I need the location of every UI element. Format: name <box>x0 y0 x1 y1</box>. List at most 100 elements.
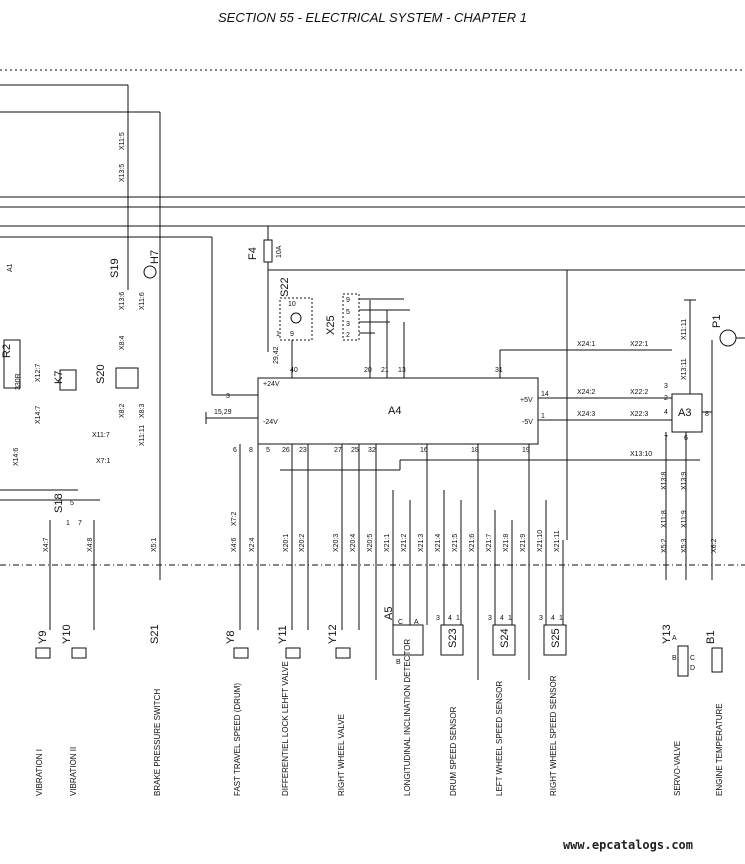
svg-text:X20:4: X20:4 <box>350 534 357 552</box>
svg-text:5: 5 <box>266 447 270 454</box>
svg-text:1: 1 <box>276 331 280 338</box>
svg-text:S22: S22 <box>279 277 291 297</box>
left-cluster: S19 H7 S20 K7 R2 330R A1 S18 1 5 7 <box>0 250 161 630</box>
legend-label: SERVO-VALVE <box>673 741 682 796</box>
legend-label: ENGINE TEMPERATURE <box>715 703 724 796</box>
svg-text:A5: A5 <box>383 607 395 620</box>
svg-text:10A: 10A <box>276 245 283 258</box>
svg-text:Y11: Y11 <box>277 625 289 644</box>
svg-text:X20:5: X20:5 <box>367 534 374 552</box>
svg-text:A: A <box>672 635 677 642</box>
svg-text:B1: B1 <box>705 631 717 644</box>
svg-text:X21:10: X21:10 <box>537 530 544 552</box>
svg-text:X22:1: X22:1 <box>630 341 648 348</box>
svg-text:Y10: Y10 <box>61 624 73 644</box>
svg-text:X21:3: X21:3 <box>418 534 425 552</box>
svg-text:X25: X25 <box>325 315 337 335</box>
bus-lines <box>0 84 745 580</box>
svg-text:23: 23 <box>299 447 307 454</box>
svg-text:3: 3 <box>226 393 230 400</box>
svg-text:3: 3 <box>664 383 668 390</box>
svg-text:13: 13 <box>398 367 406 374</box>
svg-text:X7:1: X7:1 <box>96 458 111 465</box>
svg-text:X4:6: X4:6 <box>231 537 238 552</box>
svg-text:X11:11: X11:11 <box>681 319 688 340</box>
svg-text:X6:2: X6:2 <box>711 538 718 553</box>
svg-text:X21:9: X21:9 <box>520 534 527 552</box>
svg-text:A4: A4 <box>388 405 401 417</box>
svg-text:16: 16 <box>420 447 428 454</box>
svg-text:S21: S21 <box>149 624 161 644</box>
svg-text:A1: A1 <box>7 263 14 272</box>
svg-text:X22:3: X22:3 <box>630 411 648 418</box>
svg-text:X14:6: X14:6 <box>13 448 20 466</box>
svg-text:10: 10 <box>288 301 296 308</box>
legend-label: LEFT WHEEL SPEED SENSOR <box>495 681 504 796</box>
svg-text:6: 6 <box>233 447 237 454</box>
svg-text:9: 9 <box>290 331 294 338</box>
svg-text:K7: K7 <box>53 371 65 384</box>
svg-text:4: 4 <box>551 615 555 622</box>
legend-label: RIGHT WHEEL SPEED SENSOR <box>549 675 558 796</box>
svg-text:330R: 330R <box>15 373 22 390</box>
svg-text:32: 32 <box>368 447 376 454</box>
svg-text:S23: S23 <box>447 628 459 648</box>
svg-text:8: 8 <box>249 447 253 454</box>
module-a4: A4 +24V -24V +5V -5V 15,29 29,42 3 40 20… <box>205 270 672 540</box>
svg-text:27: 27 <box>334 447 342 454</box>
svg-text:C: C <box>690 655 695 662</box>
svg-text:X13:8: X13:8 <box>661 472 668 490</box>
svg-text:X8:2: X8:2 <box>119 403 126 418</box>
feeder-wires <box>239 444 564 680</box>
svg-text:19: 19 <box>522 447 530 454</box>
svg-text:18: 18 <box>471 447 479 454</box>
svg-text:S24: S24 <box>499 628 511 648</box>
svg-text:S20: S20 <box>95 364 107 384</box>
svg-text:S18: S18 <box>53 493 65 513</box>
svg-text:X11:11: X11:11 <box>139 425 146 446</box>
svg-text:X24:2: X24:2 <box>577 389 595 396</box>
svg-text:H7: H7 <box>149 250 161 264</box>
svg-text:20: 20 <box>364 367 372 374</box>
legend-label: VIBRATION I <box>35 749 44 796</box>
svg-text:X11:5: X11:5 <box>119 132 126 150</box>
svg-text:5: 5 <box>70 500 74 507</box>
connector-tags: X24:1 X22:1 X24:2 X22:2 X24:3 X22:3 X13:… <box>13 132 718 553</box>
svg-text:Y13: Y13 <box>661 624 673 644</box>
svg-text:1: 1 <box>66 520 70 527</box>
svg-text:R2: R2 <box>1 344 13 358</box>
legend-label: LONGITUDINAL INCLINATION DETECTOR <box>403 639 412 796</box>
svg-text:X5:3: X5:3 <box>681 538 688 553</box>
svg-text:X11:6: X11:6 <box>139 292 146 310</box>
svg-text:31: 31 <box>495 367 503 374</box>
bottom-components: Y9 Y10 S21 Y8 Y11 Y12 A5 C A B S23 3 4 1… <box>35 607 723 677</box>
svg-text:2: 2 <box>346 332 350 339</box>
svg-text:X24:1: X24:1 <box>577 341 595 348</box>
svg-text:4: 4 <box>664 409 668 416</box>
svg-text:29,42: 29,42 <box>273 346 280 364</box>
svg-text:X7:2: X7:2 <box>231 511 238 526</box>
svg-text:X13:10: X13:10 <box>630 451 652 458</box>
connector-x25: X25 9 5 3 2 S22 1 10 9 <box>276 277 410 341</box>
svg-text:S25: S25 <box>550 628 562 648</box>
svg-text:1: 1 <box>508 615 512 622</box>
svg-text:-24V: -24V <box>263 419 278 426</box>
svg-text:X21:6: X21:6 <box>469 534 476 552</box>
svg-text:X21:1: X21:1 <box>384 534 391 552</box>
svg-text:1: 1 <box>541 413 545 420</box>
legend-label: RIGHT WHEEL VALVE <box>337 714 346 796</box>
svg-text:X2:4: X2:4 <box>249 537 256 552</box>
svg-text:5: 5 <box>346 309 350 316</box>
svg-text:X5:2: X5:2 <box>661 538 668 553</box>
svg-text:B: B <box>672 655 677 662</box>
svg-text:X22:2: X22:2 <box>630 389 648 396</box>
svg-text:X21:4: X21:4 <box>435 534 442 552</box>
svg-text:Y8: Y8 <box>225 631 237 644</box>
svg-text:25: 25 <box>351 447 359 454</box>
svg-text:X14:7: X14:7 <box>35 406 42 424</box>
svg-text:3: 3 <box>436 615 440 622</box>
svg-text:40: 40 <box>290 367 298 374</box>
svg-text:D: D <box>690 665 695 672</box>
